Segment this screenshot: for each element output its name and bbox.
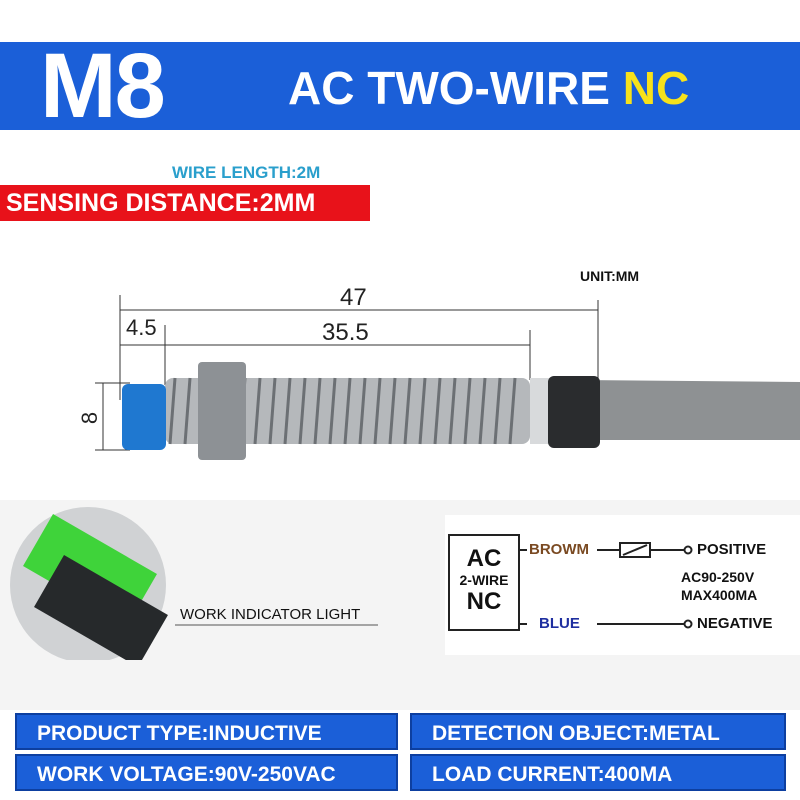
cable-gland: [548, 376, 600, 448]
headline-nc: NC: [622, 62, 690, 114]
header-banner: [0, 42, 800, 130]
brown-wire-label: BROWM: [529, 541, 589, 558]
thread-pattern: [168, 377, 517, 445]
wiring-box-label: AC 2-WIRE NC: [449, 547, 519, 615]
headline: AC TWO-WIRE NC: [288, 62, 689, 114]
positive-terminal: [683, 545, 693, 555]
unit-label: UNIT:MM: [580, 268, 640, 284]
positive-label: POSITIVE: [697, 541, 767, 558]
total-length: 47: [340, 284, 367, 311]
voltage-rating: AC90-250V: [681, 569, 755, 585]
negative-label: NEGATIVE: [697, 615, 773, 632]
sensor-drawing: 4.5 47 35.5 8: [77, 284, 800, 460]
diameter: 8: [77, 412, 102, 424]
spec-work-voltage: WORK VOLTAGE:90V-250VAC: [15, 754, 398, 791]
box-line-3: NC: [466, 588, 502, 615]
ring: [530, 378, 550, 444]
box-line-2: 2-WIRE: [459, 572, 509, 588]
model-name: M8: [40, 35, 166, 137]
spec-load-current: LOAD CURRENT:400MA: [410, 754, 786, 791]
lock-nut: [198, 362, 246, 460]
current-rating: MAX400MA: [681, 587, 758, 603]
blue-wire-label: BLUE: [539, 615, 580, 632]
thread-length: 35.5: [322, 319, 369, 346]
spec-detection-object: DETECTION OBJECT:METAL: [410, 713, 786, 750]
indicator-label: WORK INDICATOR LIGHT: [180, 606, 361, 623]
sensing-face: [122, 384, 166, 450]
head-length: 4.5: [126, 315, 157, 340]
box-line-1: AC: [466, 545, 502, 572]
wire-length: WIRE LENGTH:2M: [172, 163, 321, 182]
cable: [580, 380, 800, 440]
spec-product-type: PRODUCT TYPE:INDUCTIVE: [15, 713, 398, 750]
headline-title: AC TWO-WIRE: [288, 62, 610, 114]
dimension-lines: [95, 295, 599, 451]
indicator-closeup: [10, 507, 378, 660]
wiring-diagram: AC 2-WIRE NC BROWM BLUE POSITIVE NEGATIV…: [445, 515, 800, 655]
negative-terminal: [683, 619, 693, 629]
sensing-distance: SENSING DISTANCE:2MM: [0, 185, 370, 221]
